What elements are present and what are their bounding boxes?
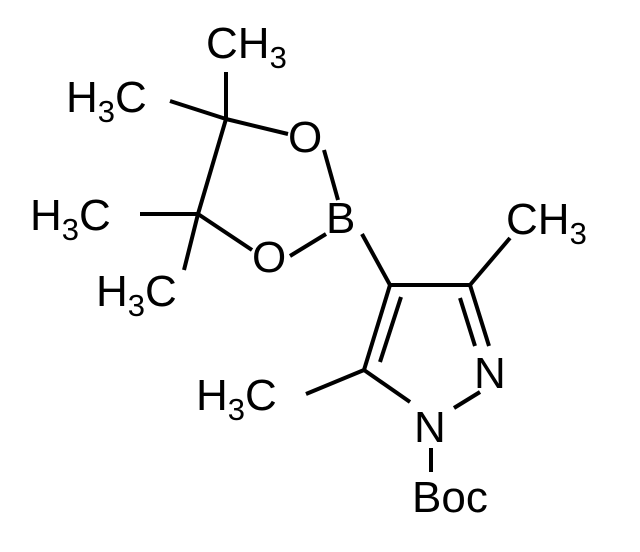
h3c-mid-left-label: H3C	[30, 191, 111, 247]
bond-c3-ch3	[468, 236, 512, 287]
h3c-bottom-left-label: H3C	[196, 371, 277, 427]
atom-labels: CH3 H3C O H3C B CH3 O H3C N H3C N Boc	[30, 19, 587, 522]
h3c-lower-left-label: H3C	[96, 267, 177, 323]
bond-n2-n1	[452, 390, 482, 410]
n1-label: N	[414, 403, 446, 452]
ch3-right-label: CH3	[506, 195, 587, 251]
o-bottom-label: O	[252, 233, 286, 282]
bond-c5-c4-inner	[378, 296, 403, 363]
bond-c1-h3c-upper	[169, 99, 227, 121]
bond-c1-o-top	[225, 117, 289, 136]
bond-c2-h3c-lower	[182, 213, 200, 271]
boc-label: Boc	[412, 473, 488, 522]
bond-c3-n2-outer	[468, 284, 491, 347]
bond-c1-c2	[196, 118, 228, 215]
bond-c5-c4-outer	[362, 284, 392, 371]
bond-o-bottom-c2	[196, 212, 254, 252]
h3c-upper-left-label: H3C	[66, 73, 147, 129]
bond-b-c4	[360, 233, 392, 286]
n2-label: N	[474, 349, 506, 398]
boron-label: B	[326, 194, 355, 243]
bond-b-o-bottom	[288, 232, 328, 258]
o-top-label: O	[288, 113, 322, 162]
bond-c3-n2-inner	[458, 297, 477, 347]
bond-n1-c5	[362, 368, 412, 404]
bond-o-top-b	[322, 149, 340, 201]
bonds	[140, 72, 512, 472]
bond-c5-h3c	[305, 368, 365, 396]
ch3-top-label: CH3	[206, 19, 287, 75]
